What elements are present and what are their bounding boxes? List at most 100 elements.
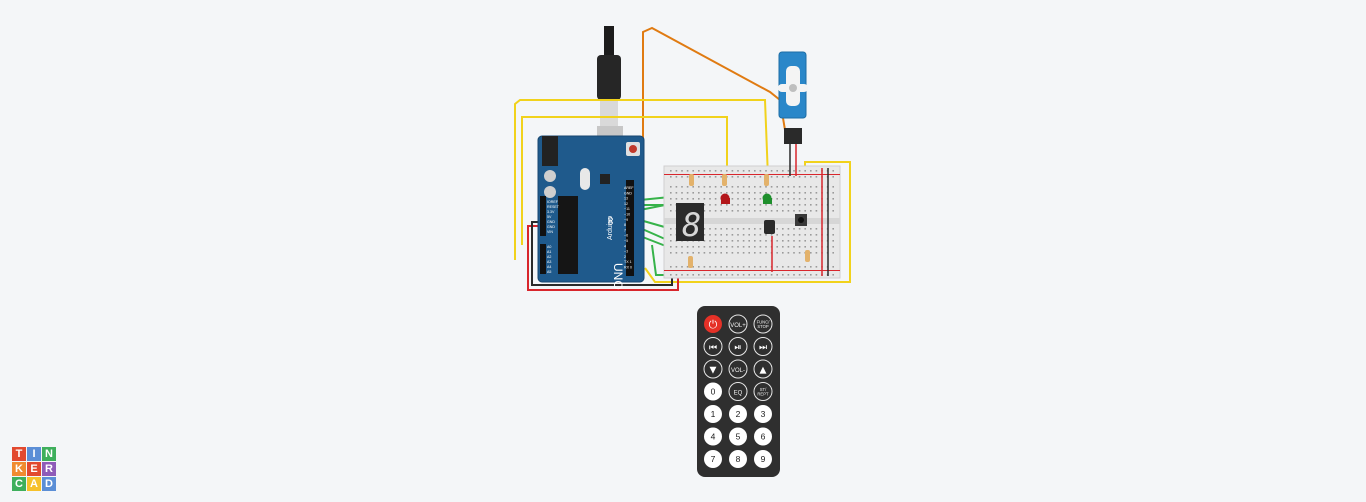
power-pin-label-2: 3.3V [547, 210, 555, 214]
digital-pin-label-2: 13 [624, 197, 628, 201]
digital-pin-label-13: 2 [624, 255, 626, 259]
digital-pin-label-15: RX 0 [624, 266, 632, 270]
analog-pin-label-5: A5 [547, 270, 551, 274]
logo-letter-k: K [12, 462, 26, 476]
remote-power-button[interactable]: ⏻ [704, 315, 722, 333]
digital-pin-label-11: 4 [624, 244, 626, 248]
digital-pin-label-10: ~5 [624, 239, 628, 243]
seven-segment-digit: 8 [682, 206, 701, 244]
remote-vol-down-button[interactable]: VOL- [728, 359, 748, 379]
remote-label: REPT [757, 392, 769, 397]
remote-st-rept-button[interactable]: ST/REPT [753, 382, 773, 401]
remote-prev-button[interactable]: ⏮ [703, 337, 723, 356]
power-pin-label-5: GND [547, 225, 555, 229]
remote-play-pause-button[interactable]: ⏯ [728, 337, 748, 356]
digital-pin-label-12: ~3 [624, 250, 628, 254]
analog-pin-label-4: A4 [547, 265, 551, 269]
arduino-model-label: UNO [611, 263, 625, 290]
ir-receiver[interactable] [764, 220, 775, 234]
arduino-logo-glyph: ∞ [604, 216, 618, 226]
remote-label: VOL- [731, 368, 745, 374]
logo-letter-n: N [42, 447, 56, 461]
next-icon: ⏭ [759, 343, 767, 353]
logo-letter-e: E [27, 462, 41, 476]
ir-remote[interactable]: ⏻ VOL+ FUNC/STOP ⏮ ⏯ ⏭ ▼ VOL- ▲ 0 EQ ST/REPT 1 2 3 4 5 6 7… [697, 306, 780, 477]
digital-pin-label-0: AREF [624, 186, 634, 190]
logo-letter-c: C [12, 477, 26, 491]
up-icon: ▲ [760, 366, 767, 376]
power-pin-label-0: IOREF [547, 200, 559, 204]
remote-label: 6 [761, 432, 766, 442]
remote-label: 5 [736, 432, 741, 442]
analog-pin-label-2: A2 [547, 255, 551, 259]
digital-pin-label-6: ~9 [624, 218, 628, 222]
remote-label: EQ [734, 391, 743, 397]
remote-6-button[interactable]: 6 [754, 427, 772, 446]
remote-0-button[interactable]: 0 [704, 382, 722, 401]
remote-label: ST/ [760, 387, 767, 392]
remote-1-button[interactable]: 1 [704, 405, 722, 423]
remote-down-button[interactable]: ▼ [703, 359, 723, 379]
remote-label: STOP [757, 324, 769, 329]
digital-pin-label-1: GND [624, 191, 632, 195]
remote-4-button[interactable]: 4 [704, 427, 722, 446]
play-pause-icon: ⏯ [734, 343, 741, 353]
remote-label: 0 [711, 387, 716, 397]
logo-letter-d: D [42, 477, 56, 491]
prev-icon: ⏮ [709, 343, 717, 353]
remote-9-button[interactable]: 9 [754, 450, 772, 468]
seven-segment-display[interactable]: 8 [676, 203, 704, 244]
power-pin-label-6: VIN [547, 230, 553, 234]
remote-next-button[interactable]: ⏭ [753, 337, 773, 356]
logo-letter-a: A [27, 477, 41, 491]
remote-8-button[interactable]: 8 [729, 450, 747, 468]
analog-pin-label-0: A0 [547, 245, 551, 249]
digital-pin-label-9: ~6 [624, 234, 628, 238]
remote-label: 3 [761, 409, 766, 419]
remote-eq-button[interactable]: EQ [728, 382, 748, 401]
logo-letter-r: R [42, 462, 56, 476]
digital-pin-label-4: ~11 [624, 207, 630, 211]
analog-pin-label-1: A1 [547, 250, 551, 254]
remote-vol-up-button[interactable]: VOL+ [728, 314, 748, 334]
remote-5-button[interactable]: 5 [729, 427, 747, 446]
digital-pin-label-5: ~10 [624, 213, 630, 217]
digital-pin-label-8: 7 [624, 228, 626, 232]
remote-2-button[interactable]: 2 [729, 405, 747, 423]
arduino-uno-board[interactable]: Arduino UNO ∞ IOREFRESET3.3V5VGNDGNDVIN … [537, 135, 645, 290]
wire-yellow-top [514, 99, 769, 260]
analog-pin-label-3: A3 [547, 260, 551, 264]
wire-orange [642, 26, 786, 152]
remote-up-button[interactable]: ▲ [753, 359, 773, 379]
arduino-brand-label: Arduino [607, 216, 614, 240]
remote-button-grid[interactable]: ⏻ VOL+ FUNC/STOP ⏮ ⏯ ⏭ ▼ VOL- ▲ 0 EQ ST/REPT 1 2 3 4 5 6 7… [703, 314, 773, 468]
down-icon: ▼ [710, 366, 717, 376]
remote-label: 2 [736, 409, 741, 419]
servo-motor[interactable] [778, 51, 808, 176]
remote-label: VOL+ [730, 323, 746, 329]
logo-letter-i: I [27, 447, 41, 461]
remote-label: FUNC/ [757, 320, 771, 325]
remote-label: 1 [711, 409, 716, 419]
power-pin-label-3: 5V [547, 215, 552, 219]
remote-label: 8 [736, 454, 741, 464]
remote-label: 7 [711, 454, 716, 464]
digital-pin-label-14: TX 1 [624, 260, 632, 264]
logo-letter-t: T [12, 447, 26, 461]
remote-func-stop-button[interactable]: FUNC/STOP [753, 314, 773, 334]
digital-pin-label-7: 8 [624, 223, 626, 227]
resistors [688, 174, 810, 268]
remote-7-button[interactable]: 7 [704, 450, 722, 468]
wire-yellow-2 [521, 116, 728, 245]
power-pin-label-4: GND [547, 220, 555, 224]
remote-label: 4 [711, 432, 716, 442]
remote-label: 9 [761, 454, 766, 464]
remote-3-button[interactable]: 3 [754, 405, 772, 423]
power-icon: ⏻ [709, 318, 718, 331]
digital-pin-label-3: 12 [624, 202, 628, 206]
